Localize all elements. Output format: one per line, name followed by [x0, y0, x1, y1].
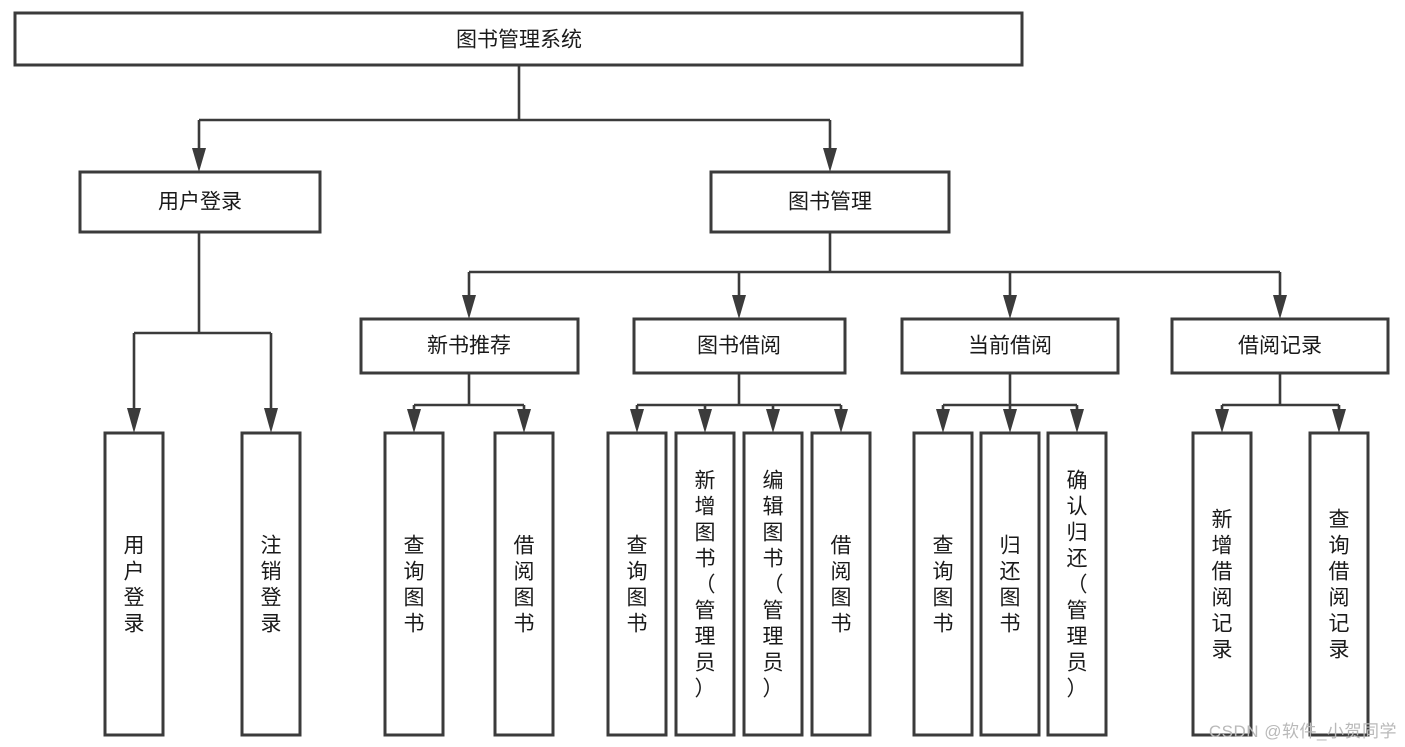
node-user-login-label: 用户登录 — [158, 191, 242, 214]
node-leaf-query-book-3-box[interactable] — [912, 431, 974, 737]
node-current-borrow-label: 当前借阅 — [968, 335, 1052, 358]
node-root[interactable]: 图书管理系统 — [13, 11, 1024, 67]
node-leaf-query-record-label: 查询借阅记录 — [1329, 508, 1350, 661]
node-new-book-rec[interactable]: 新书推荐 — [359, 317, 580, 375]
node-borrow-record-box[interactable] — [1170, 317, 1390, 375]
node-leaf-borrow-book-1-label: 借阅图书 — [514, 534, 535, 635]
arrow-head-icon-leaf-borrow-book-1 — [517, 409, 531, 433]
node-leaf-user-login-box[interactable] — [103, 431, 165, 737]
arrow-head-icon-current-borrow — [1003, 295, 1017, 319]
node-leaf-add-book[interactable]: 新增图书（管理员） — [674, 431, 736, 737]
arrow-head-icon-leaf-add-record — [1215, 409, 1229, 433]
node-leaf-borrow-book-2-label: 借阅图书 — [831, 534, 852, 635]
node-leaf-edit-book[interactable]: 编辑图书（管理员） — [742, 431, 804, 737]
node-leaf-edit-book-box[interactable] — [742, 431, 804, 737]
node-leaf-add-record-label: 新增借阅记录 — [1212, 508, 1233, 661]
node-leaf-query-record[interactable]: 查询借阅记录 — [1308, 431, 1370, 737]
node-leaf-borrow-book-1-box[interactable] — [493, 431, 555, 737]
arrow-head-icon-leaf-return-book — [1003, 409, 1017, 433]
node-book-borrow-label: 图书借阅 — [697, 335, 781, 358]
node-leaf-query-book-1[interactable]: 查询图书 — [383, 431, 445, 737]
node-leaf-logout-box[interactable] — [240, 431, 302, 737]
node-leaf-query-book-1-box[interactable] — [383, 431, 445, 737]
node-leaf-confirm-return-label: 确认归还（管理员） — [1067, 469, 1088, 700]
arrow-head-icon-borrow-record — [1273, 295, 1287, 319]
arrow-head-icon-leaf-query-book-3 — [936, 409, 950, 433]
node-book-manage[interactable]: 图书管理 — [709, 170, 951, 234]
node-leaf-borrow-book-2-box[interactable] — [810, 431, 872, 737]
csdn-watermark: CSDN @软件_小贺同学 — [1208, 722, 1397, 741]
node-leaf-return-book[interactable]: 归还图书 — [979, 431, 1041, 737]
node-borrow-record-label: 借阅记录 — [1238, 335, 1322, 358]
arrow-head-icon-leaf-borrow-book-2 — [834, 409, 848, 433]
leaf-layer: 用户登录 注销登录 查询图书 借阅图书 查询图书 新增图书（管理员） — [103, 431, 1370, 737]
arrow-head-icon-leaf-query-book-2 — [630, 409, 644, 433]
node-current-borrow-box[interactable] — [900, 317, 1120, 375]
node-leaf-user-login-label: 用户登录 — [124, 534, 145, 635]
node-leaf-user-login[interactable]: 用户登录 — [103, 431, 165, 737]
node-new-book-rec-label: 新书推荐 — [427, 335, 511, 358]
connector-layer — [127, 65, 1346, 433]
node-book-borrow[interactable]: 图书借阅 — [632, 317, 847, 375]
node-leaf-borrow-book-1[interactable]: 借阅图书 — [493, 431, 555, 737]
arrow-head-icon-leaf-confirm-return — [1070, 409, 1084, 433]
node-user-login-box[interactable] — [78, 170, 322, 234]
node-leaf-return-book-label: 归还图书 — [1000, 534, 1021, 635]
node-leaf-return-book-box[interactable] — [979, 431, 1041, 737]
node-root-box[interactable] — [13, 11, 1024, 67]
node-book-borrow-box[interactable] — [632, 317, 847, 375]
node-leaf-borrow-book-2[interactable]: 借阅图书 — [810, 431, 872, 737]
node-borrow-record[interactable]: 借阅记录 — [1170, 317, 1390, 375]
node-root-label: 图书管理系统 — [456, 29, 582, 52]
node-leaf-add-record[interactable]: 新增借阅记录 — [1191, 431, 1253, 737]
node-leaf-query-book-1-label: 查询图书 — [404, 534, 425, 635]
node-leaf-query-book-3[interactable]: 查询图书 — [912, 431, 974, 737]
node-leaf-query-book-3-label: 查询图书 — [933, 534, 954, 635]
arrow-head-icon-user-login — [192, 148, 206, 172]
node-book-manage-label: 图书管理 — [788, 191, 872, 214]
arrow-head-icon-book-borrow — [732, 295, 746, 319]
arrow-head-icon-leaf-add-book — [698, 409, 712, 433]
node-leaf-confirm-return-box[interactable] — [1046, 431, 1108, 737]
node-leaf-query-book-2[interactable]: 查询图书 — [606, 431, 668, 737]
node-leaf-edit-book-label: 编辑图书（管理员） — [763, 469, 784, 700]
node-new-book-rec-box[interactable] — [359, 317, 580, 375]
arrow-head-icon-leaf-edit-book — [766, 409, 780, 433]
node-user-login[interactable]: 用户登录 — [78, 170, 322, 234]
arrow-head-icon-leaf-logout — [264, 408, 278, 433]
node-leaf-query-book-2-box[interactable] — [606, 431, 668, 737]
node-leaf-add-record-box[interactable] — [1191, 431, 1253, 737]
node-current-borrow[interactable]: 当前借阅 — [900, 317, 1120, 375]
arrow-head-icon-leaf-query-record — [1332, 409, 1346, 433]
arrow-head-icon-new-book-rec — [462, 295, 476, 319]
arrow-head-icon-leaf-user-login — [127, 408, 141, 433]
node-leaf-query-record-box[interactable] — [1308, 431, 1370, 737]
node-leaf-query-book-2-label: 查询图书 — [627, 534, 648, 635]
arrow-head-icon-leaf-query-book-1 — [407, 409, 421, 433]
arrow-head-icon-book-manage — [823, 148, 837, 172]
node-leaf-add-book-label: 新增图书（管理员） — [695, 469, 716, 700]
node-leaf-logout-label: 注销登录 — [261, 534, 282, 635]
node-leaf-confirm-return[interactable]: 确认归还（管理员） — [1046, 431, 1108, 737]
node-leaf-add-book-box[interactable] — [674, 431, 736, 737]
node-leaf-logout[interactable]: 注销登录 — [240, 431, 302, 737]
node-book-manage-box[interactable] — [709, 170, 951, 234]
